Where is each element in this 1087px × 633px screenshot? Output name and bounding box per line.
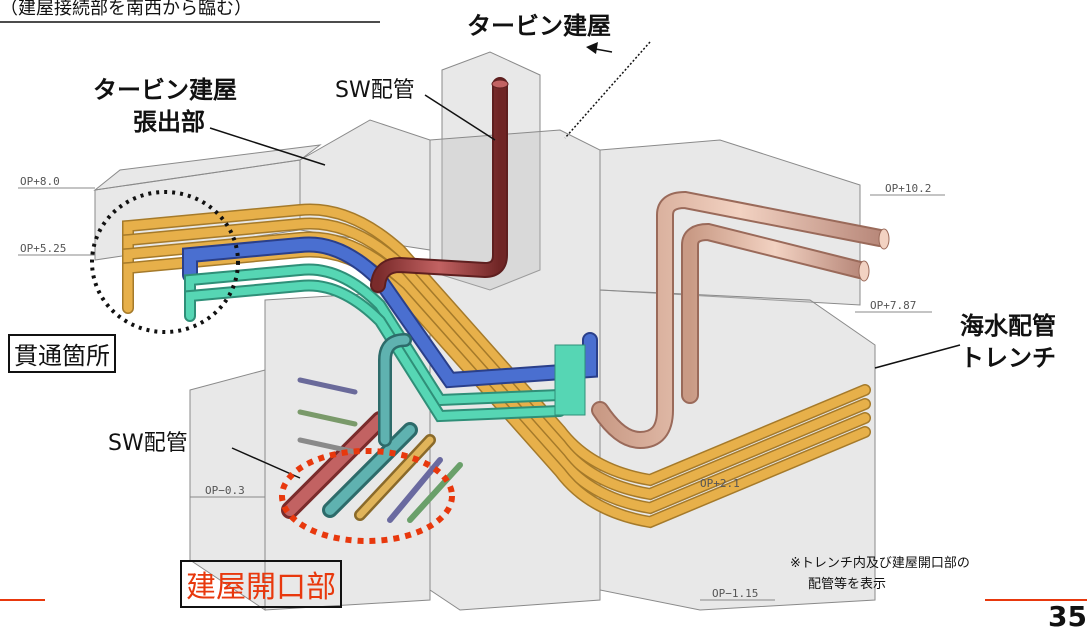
- trench-3d-diagram: [0, 21, 1087, 611]
- elevation-op-2-1: OP+2.1: [700, 477, 740, 490]
- blue-pipe-bundle: [182, 236, 598, 389]
- turbine-building-label: タービン建屋: [467, 12, 611, 40]
- seawater-trench-label-line2: トレンチ: [960, 344, 1056, 372]
- sw-pipe-vertical: [370, 77, 509, 293]
- opening-pipes: [281, 333, 463, 523]
- pink-pipe-bundle: [591, 190, 890, 450]
- lower-pit-side: [189, 369, 266, 611]
- header-subtitle: （建屋接続部を南西から臨む）: [0, 0, 252, 19]
- sw-pipe-label-bottom: SW配管: [108, 431, 188, 456]
- elevation-op-minus-1-15: OP−1.15: [712, 587, 759, 600]
- concrete-structures: [93, 51, 876, 611]
- arrow-head-icon: [586, 42, 598, 54]
- leader-lines: [209, 41, 961, 479]
- elevation-op-7-87: OP+7.87: [870, 299, 917, 312]
- elevation-op-10-2: OP+10.2: [885, 182, 932, 195]
- building-opening-label: 建屋開口部: [180, 560, 342, 608]
- elevation-op-8-0: OP+8.0: [20, 175, 60, 188]
- seawater-trench-label-line1: 海水配管: [960, 312, 1056, 340]
- penetration-label: 貫通箇所: [8, 334, 116, 373]
- note-line1: ※トレンチ内及び建屋開口部の: [790, 556, 970, 571]
- note-line2: 配管等を表示: [808, 577, 887, 592]
- annex-slab-top: [93, 144, 322, 191]
- penetration-marker: [90, 190, 240, 334]
- elevation-lines: [18, 187, 945, 601]
- page-number: 35: [1048, 600, 1087, 633]
- elevation-op-5-25: OP+5.25: [20, 242, 67, 255]
- opening-marker: [279, 448, 455, 544]
- teal-pipe-bundle: [184, 263, 586, 423]
- turbine-annex-label-line1: タービン建屋: [93, 76, 237, 104]
- turbine-annex-label-line2: 張出部: [133, 108, 205, 136]
- elevation-op-minus-0-3: OP−0.3: [205, 484, 245, 497]
- sw-pipe-label-top: SW配管: [335, 78, 415, 103]
